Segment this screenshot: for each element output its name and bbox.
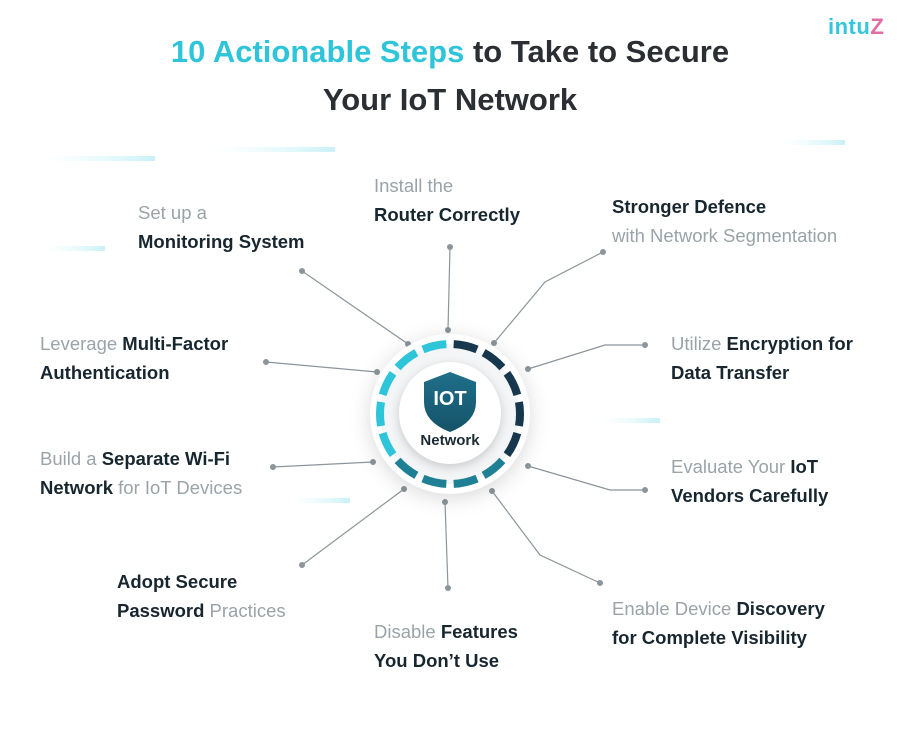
ring-segment	[481, 457, 506, 479]
streak-decoration	[600, 418, 660, 423]
streak-decoration	[210, 147, 335, 152]
step-vendors: Evaluate Your IoT Vendors Carefully	[671, 456, 829, 506]
ring-segment	[503, 431, 522, 458]
connector-features	[444, 501, 449, 589]
brand-logo: intuZ	[828, 14, 885, 39]
streak-decoration	[45, 246, 105, 251]
connector-dot	[445, 585, 451, 591]
connector-dot	[445, 327, 451, 333]
connector-dot	[491, 340, 497, 346]
step-wifi: Build a Separate Wi-Fi Network for IoT D…	[40, 448, 243, 498]
connector-dot	[597, 580, 603, 586]
connector-dot	[489, 488, 495, 494]
ring-segment	[378, 431, 397, 458]
connector-dot	[642, 342, 648, 348]
ring-segment	[503, 370, 522, 397]
connector-vendors	[527, 465, 645, 491]
ring-segment	[421, 474, 447, 488]
connector-dot	[370, 459, 376, 465]
connector-dot	[374, 369, 380, 375]
title-rest: to Take to Secure	[464, 34, 730, 69]
connector-wifi	[272, 461, 374, 468]
title-line2: Your IoT Network	[322, 82, 578, 117]
ring-segment	[376, 401, 385, 427]
streak-decoration	[40, 156, 155, 161]
ring-segment	[515, 401, 524, 427]
connector-mfa	[265, 361, 378, 373]
connector-dot	[447, 244, 453, 250]
step-router: Install the Router Correctly	[374, 175, 520, 225]
connector-dot	[299, 562, 305, 568]
connector-encryption	[527, 344, 645, 370]
step-segmentation: Stronger Defence with Network Segmentati…	[612, 196, 838, 246]
connector-dot	[442, 499, 448, 505]
shield-label: IOT	[433, 388, 467, 410]
connector-dot	[263, 359, 269, 365]
connector-dot	[270, 464, 276, 470]
streak-decoration	[290, 498, 350, 503]
connector-segmentation	[493, 251, 604, 344]
ring-segment	[481, 349, 506, 371]
ring-segment	[453, 340, 479, 354]
connector-dot	[299, 268, 305, 274]
center-label: Network	[420, 432, 480, 449]
connector-router	[447, 246, 451, 331]
shield-icon	[424, 372, 476, 432]
step-monitoring: Set up a Monitoring System	[138, 202, 305, 252]
step-encryption: Utilize Encryption for Data Transfer	[671, 333, 853, 383]
ring-segment	[421, 340, 447, 354]
step-features: Disable Features You Don’t Use	[374, 621, 518, 671]
ring-segment	[394, 457, 419, 479]
ring-segment	[453, 474, 479, 488]
title-highlight: 10 Actionable Steps	[170, 34, 465, 69]
step-discovery: Enable Device Discovery for Complete Vis…	[612, 598, 825, 648]
step-password: Adopt Secure Password Practices	[117, 571, 286, 621]
connector-dot	[525, 366, 531, 372]
segmented-ring	[376, 340, 524, 488]
step-mfa: Leverage Multi-Factor Authentication	[40, 333, 229, 383]
connector-monitoring	[301, 270, 409, 345]
connector-password	[301, 488, 405, 566]
ring-segment	[394, 349, 419, 371]
page-title: 10 Actionable Steps to Take to Secure Yo…	[0, 28, 900, 124]
connector-dot	[401, 486, 407, 492]
connector-dot	[642, 487, 648, 493]
connector-dot	[525, 463, 531, 469]
streak-decoration	[780, 140, 845, 145]
connector-discovery	[491, 490, 601, 584]
ring-segment	[378, 370, 397, 397]
connector-dot	[600, 249, 606, 255]
